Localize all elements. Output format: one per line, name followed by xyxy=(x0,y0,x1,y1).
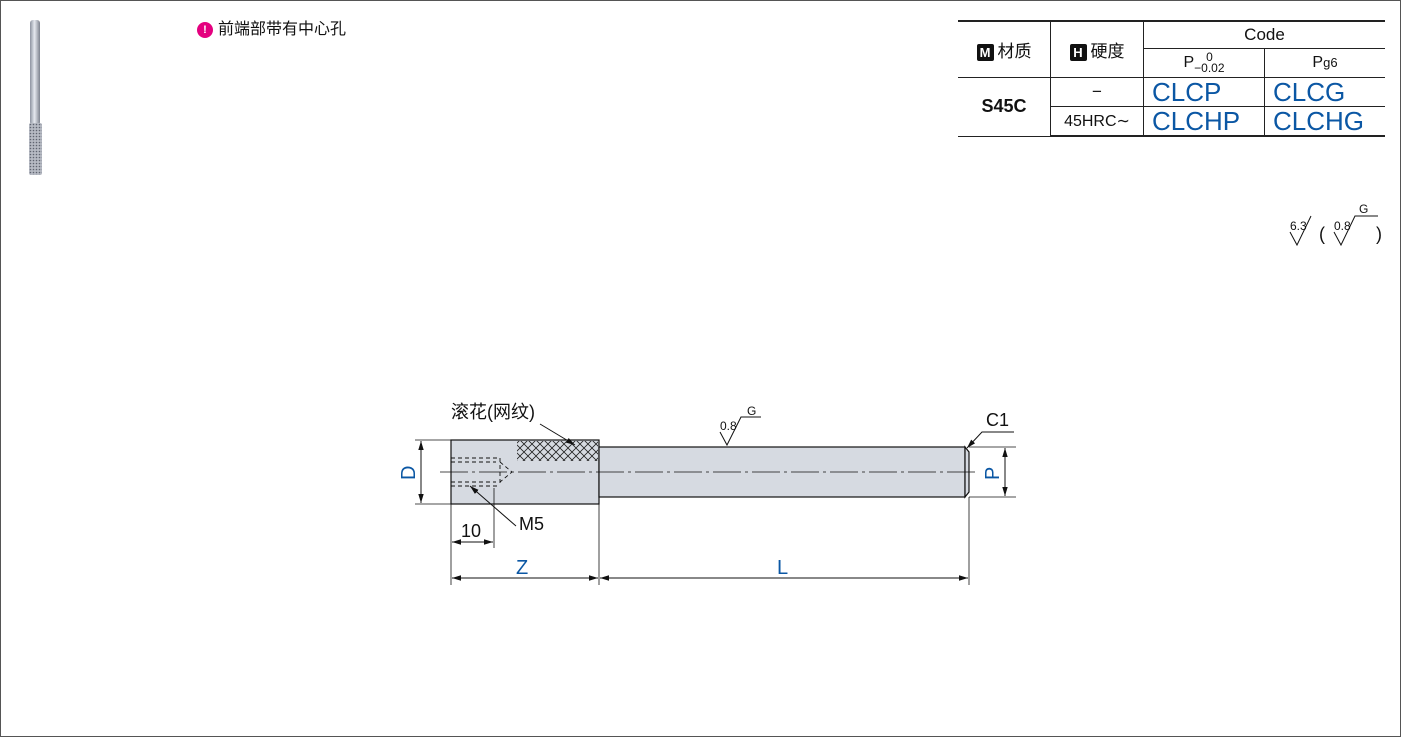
svg-text:G: G xyxy=(1359,202,1368,216)
svg-text:G: G xyxy=(747,404,756,418)
shaft-roughness-symbol: 0.8 G xyxy=(719,404,761,447)
thread-label: M5 xyxy=(519,514,544,534)
surface-roughness-symbol: 6.3 ( 0.8 G ) xyxy=(1289,202,1382,247)
info-icon: ! xyxy=(197,22,213,38)
dimension-10: 10 xyxy=(461,521,481,541)
center-hole-note: ! 前端部带有中心孔 xyxy=(197,20,346,40)
svg-text:6.3: 6.3 xyxy=(1290,219,1307,233)
code-clcp: CLCP xyxy=(1143,77,1265,107)
hardness-badge-icon: H xyxy=(1069,44,1087,62)
knurl-label: 滚花(网纹) xyxy=(451,402,535,422)
hardness-value: − xyxy=(1050,77,1144,107)
code-clcg: CLCG xyxy=(1264,77,1385,107)
material-badge-icon: M xyxy=(976,44,994,62)
dimension-d: D xyxy=(398,466,420,480)
knurl-pattern xyxy=(517,441,598,461)
hardness-value: 45HRC∼ xyxy=(1050,106,1144,137)
product-photo xyxy=(29,20,42,175)
tapped-hole xyxy=(451,457,513,487)
chamfer-label: C1 xyxy=(986,410,1009,430)
code-clchp: CLCHP xyxy=(1143,106,1265,137)
code-clchg: CLCHG xyxy=(1264,106,1385,137)
svg-text:0.8: 0.8 xyxy=(720,419,737,433)
dimension-l: L xyxy=(777,557,788,579)
dimension-p: P xyxy=(982,467,1004,480)
svg-text:): ) xyxy=(1376,224,1382,244)
material-value: S45C xyxy=(958,77,1051,137)
svg-text:(: ( xyxy=(1319,224,1325,244)
col-pg-header: Pg6 xyxy=(1264,48,1385,78)
note-text: 前端部带有中心孔 xyxy=(218,21,347,38)
svg-text:0.8: 0.8 xyxy=(1334,219,1351,233)
dimension-z: Z xyxy=(516,557,528,579)
